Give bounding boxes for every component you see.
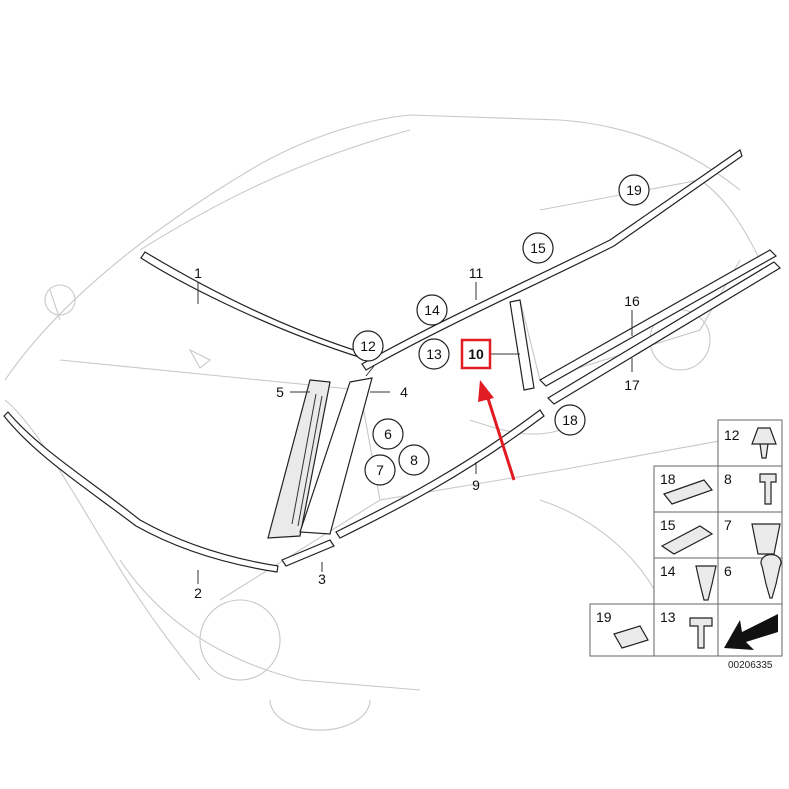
legend-label-19: 19 (596, 609, 612, 625)
callout-19: 19 (618, 174, 650, 206)
svg-text:15: 15 (530, 240, 546, 256)
legend-label-8: 8 (724, 471, 732, 487)
label-3: 3 (318, 571, 326, 587)
part-rear-window-strip-upper (539, 249, 777, 387)
legend-label-15: 15 (660, 517, 676, 533)
callout-14: 14 (416, 294, 448, 326)
legend-label-14: 14 (660, 563, 676, 579)
svg-text:18: 18 (562, 412, 578, 428)
part-a-pillar-cover (299, 377, 373, 535)
part-windshield-side-trim (3, 411, 279, 573)
callout-6: 6 (372, 418, 404, 450)
legend-label-18: 18 (660, 471, 676, 487)
part-roof-side-strip (361, 149, 743, 371)
svg-text:10: 10 (468, 346, 484, 362)
clip-icon-12 (751, 427, 777, 459)
label-2: 2 (194, 585, 202, 601)
part-lower-pillar-trim (281, 539, 335, 567)
svg-text:13: 13 (426, 346, 442, 362)
part-door-frame-trim (509, 299, 535, 391)
label-1: 1 (194, 265, 202, 281)
legend-label-7: 7 (724, 517, 732, 533)
svg-text:8: 8 (410, 452, 418, 468)
svg-text:19: 19 (626, 182, 642, 198)
callout-7: 7 (364, 454, 396, 486)
car-body-outline (4, 114, 781, 731)
clip-icon-15 (660, 525, 714, 555)
svg-text:7: 7 (376, 462, 384, 478)
pad-icon-19 (613, 625, 649, 649)
label-17: 17 (624, 377, 640, 393)
svg-text:14: 14 (424, 302, 440, 318)
svg-text:6: 6 (384, 426, 392, 442)
part-a-pillar-frame-inner (291, 393, 323, 527)
legend-label-13: 13 (660, 609, 676, 625)
label-11: 11 (469, 265, 484, 281)
part-rear-window-strip-lower (547, 261, 781, 405)
svg-text:12: 12 (360, 338, 376, 354)
leader-lines (197, 282, 633, 584)
drawing-code: 00206335 (728, 660, 773, 671)
legend-label-6: 6 (724, 563, 732, 579)
callout-15: 15 (522, 232, 554, 264)
highlighted-callout-10: 10 (460, 338, 492, 370)
label-16: 16 (624, 293, 640, 309)
screw-icon-8 (759, 473, 777, 505)
label-4: 4 (400, 384, 408, 400)
highlight-arrow (478, 380, 516, 481)
nut-icon-7 (751, 523, 781, 555)
screw-icon-13 (689, 617, 713, 649)
part-a-pillar-frame (267, 379, 331, 539)
label-5: 5 (276, 384, 284, 400)
label-9: 9 (472, 477, 480, 493)
callout-8: 8 (398, 444, 430, 476)
callout-12: 12 (352, 330, 384, 362)
callout-13: 13 (418, 338, 450, 370)
clip-icon-6 (760, 553, 782, 599)
clip-icon-18 (663, 479, 713, 505)
clip-icon-14 (695, 565, 717, 601)
part-windshield-upper-trim (140, 251, 363, 359)
callout-18: 18 (554, 404, 586, 436)
fastener-legend: 12 18 8 15 7 14 6 19 13 (589, 419, 783, 657)
part-door-sill-strip (335, 409, 545, 539)
corner-arrow-icon (724, 614, 778, 650)
legend-label-12: 12 (724, 427, 740, 443)
